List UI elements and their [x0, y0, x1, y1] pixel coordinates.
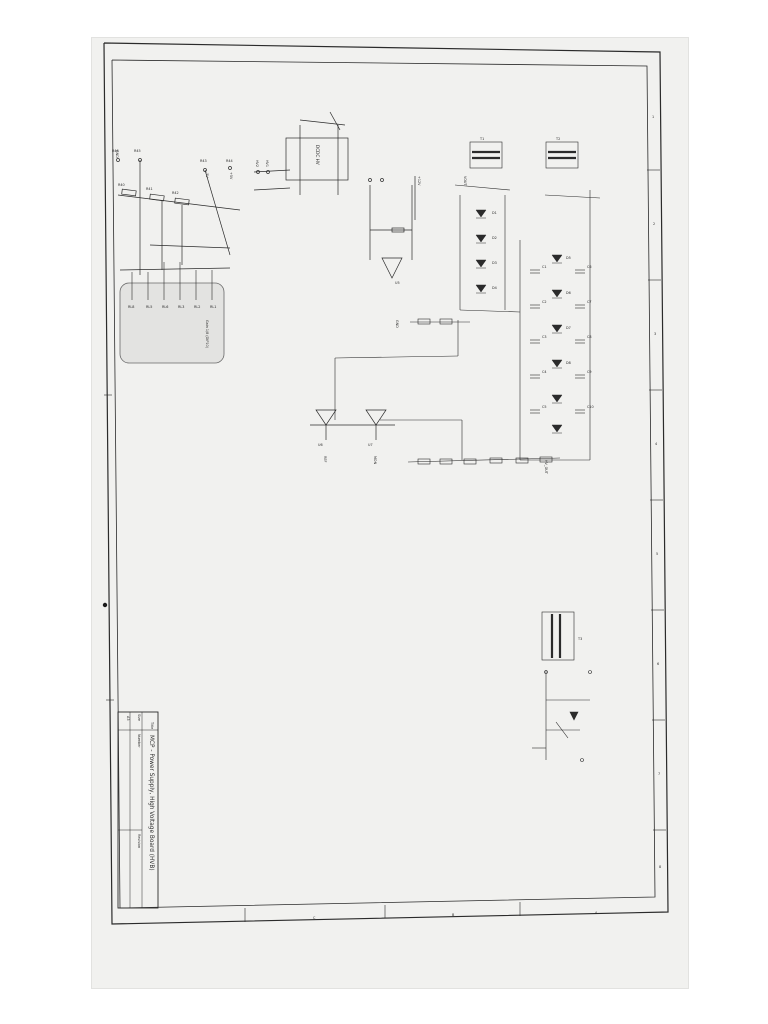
jumper-label: RL1	[210, 305, 216, 309]
left-resistor-network	[116, 158, 270, 275]
opamps-middle	[310, 409, 395, 440]
jumper-label: RL3	[178, 305, 184, 309]
net-label: HV_OUT	[544, 460, 548, 475]
column-label: 5	[656, 552, 658, 556]
capacitor-label: C4	[542, 370, 547, 374]
diode-label: D7	[566, 326, 571, 330]
row-letter-labels: A B C	[313, 911, 598, 920]
header-label: Gain 1/8 (DIP10)	[205, 320, 209, 349]
column-label: 6	[657, 662, 659, 666]
column-label: 4	[655, 442, 657, 446]
size-value: A3	[126, 716, 130, 720]
net-label: +5V	[229, 172, 233, 180]
dcdc-label-group: DCDC HV	[315, 145, 320, 165]
diode-label: D8	[566, 361, 571, 365]
column-label: 7	[658, 772, 660, 776]
diode-label: D3	[492, 261, 497, 265]
column-label: 1	[652, 115, 654, 119]
net-label: REF	[323, 456, 327, 462]
diode-label: D1	[492, 211, 497, 215]
dcdc-label: DCDC HV	[315, 145, 320, 165]
diode-label: D6	[566, 291, 571, 295]
net-label: HV1	[265, 160, 269, 167]
resistor-label: R42	[172, 191, 179, 195]
capacitor-label: C1	[542, 265, 547, 269]
gain-header: RL8 RL5 RL6 RL3 RL2 RL1 Gain 1/8 (DIP10)	[119, 262, 225, 364]
opamp-label: U6	[318, 443, 323, 447]
opamp-block-top	[368, 176, 416, 279]
title-block: Title MCP - Power Supply, High Voltage B…	[117, 711, 159, 909]
capacitor-label: C8	[587, 335, 592, 339]
net-label: VOUT	[463, 176, 467, 186]
ladder-diodes	[475, 209, 563, 434]
jumper-label: RL6	[162, 305, 168, 309]
resistor-label: R44	[226, 159, 233, 163]
feedback-chain	[334, 318, 561, 465]
ladder-labels: D1 D2 D3 D4 D5 D6 D7 D8 C1 C2 C3 C4 C5 C…	[492, 211, 594, 409]
net-label: GND	[395, 320, 399, 328]
outer-frame	[103, 42, 669, 925]
jumper-label: RL5	[146, 305, 152, 309]
net-label: -5V	[205, 172, 209, 178]
diode-label: D2	[492, 236, 497, 240]
transformer-label: T2	[555, 137, 560, 141]
net-label: MON	[373, 456, 377, 465]
row-label: A	[595, 911, 598, 915]
left-resistor-labels: R40 R41 R42 R43 R44 R45 R46	[112, 149, 233, 195]
capacitor-label: C6	[587, 265, 592, 269]
net-label: GND	[115, 150, 119, 158]
transformer-label: T3	[577, 637, 582, 641]
net-labels: REF MON GND +12V HV_OUT VOUT +5V -5V HV2…	[115, 150, 548, 475]
resistor-label: R46	[112, 149, 119, 153]
capacitor-label: C5	[542, 405, 547, 409]
row-label: B	[452, 913, 455, 917]
resistor-label: R43	[200, 159, 207, 163]
diode-label: D5	[566, 256, 571, 260]
capacitor-label: C7	[587, 300, 592, 304]
paper-background	[92, 38, 688, 988]
capacitor-label: C3	[542, 335, 547, 339]
row-label: C	[313, 916, 316, 920]
column-label: 2	[653, 222, 655, 226]
opamp-label: U5	[395, 281, 400, 285]
jumper-label: RL8	[128, 305, 134, 309]
diode-label: D4	[492, 286, 497, 290]
transformers-top: T1 T2	[469, 137, 579, 169]
resistor-label: R45	[134, 149, 141, 153]
transformer-label: T1	[479, 137, 484, 141]
size-caption: Size	[137, 714, 141, 721]
opamp-label: U7	[368, 443, 373, 447]
capacitor-label: C10	[587, 405, 594, 409]
capacitor-label: C9	[587, 370, 592, 374]
dcdc-module	[253, 111, 349, 195]
column-label: 3	[654, 332, 656, 336]
jumper-label: RL2	[194, 305, 200, 309]
resistor-label: R41	[146, 187, 153, 191]
net-label: HV2	[255, 160, 259, 167]
title-caption: Title	[150, 721, 154, 729]
lower-supply: T3	[532, 611, 592, 762]
net-label: +12V	[417, 176, 421, 186]
capacitor-label: C2	[542, 300, 547, 304]
multiplier-ladder	[454, 184, 601, 461]
column-number-labels: 1 2 3 4 5 6 7 8	[652, 115, 661, 869]
revision-caption: Revision	[137, 834, 141, 848]
ladder-capacitors	[530, 269, 585, 414]
number-caption: Number	[137, 734, 141, 748]
column-label: 8	[659, 865, 661, 869]
sheet-title: MCP - Power Supply, High Voltage Board (…	[148, 735, 154, 871]
resistor-label: R40	[118, 183, 125, 187]
margin-dot	[102, 602, 108, 608]
